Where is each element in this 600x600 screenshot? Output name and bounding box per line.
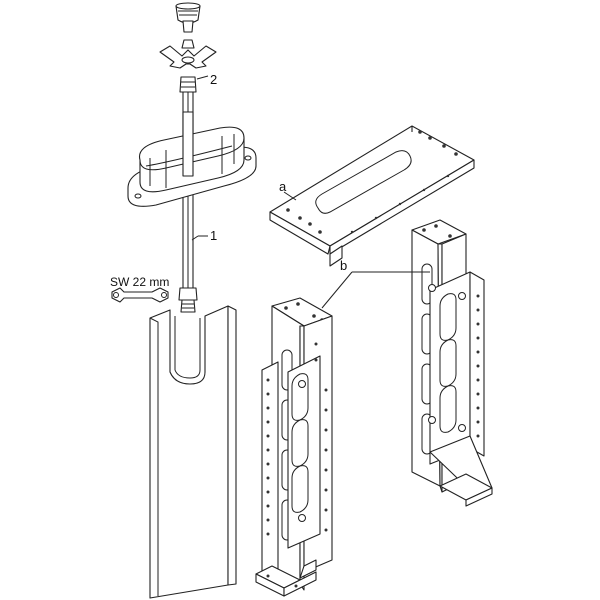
callout-part-a: a xyxy=(279,179,287,194)
oval-flange xyxy=(127,111,257,207)
top-cap xyxy=(175,2,201,33)
cover-panel xyxy=(149,305,237,599)
bracket-frame-left xyxy=(255,297,333,597)
mounting-plate-a xyxy=(269,125,475,267)
callout-part-2: 2 xyxy=(210,72,217,87)
nut-part-2 xyxy=(179,75,209,93)
wrench-size-label: SW 22 mm xyxy=(110,275,169,289)
callout-part-1: 1 xyxy=(210,228,217,243)
wrench-icon xyxy=(111,287,169,303)
leader-lines xyxy=(191,191,430,309)
pipe-fitting xyxy=(178,287,198,313)
spider-clip xyxy=(159,39,217,69)
bracket-frame-right xyxy=(411,219,493,507)
callout-part-b: b xyxy=(340,258,347,273)
